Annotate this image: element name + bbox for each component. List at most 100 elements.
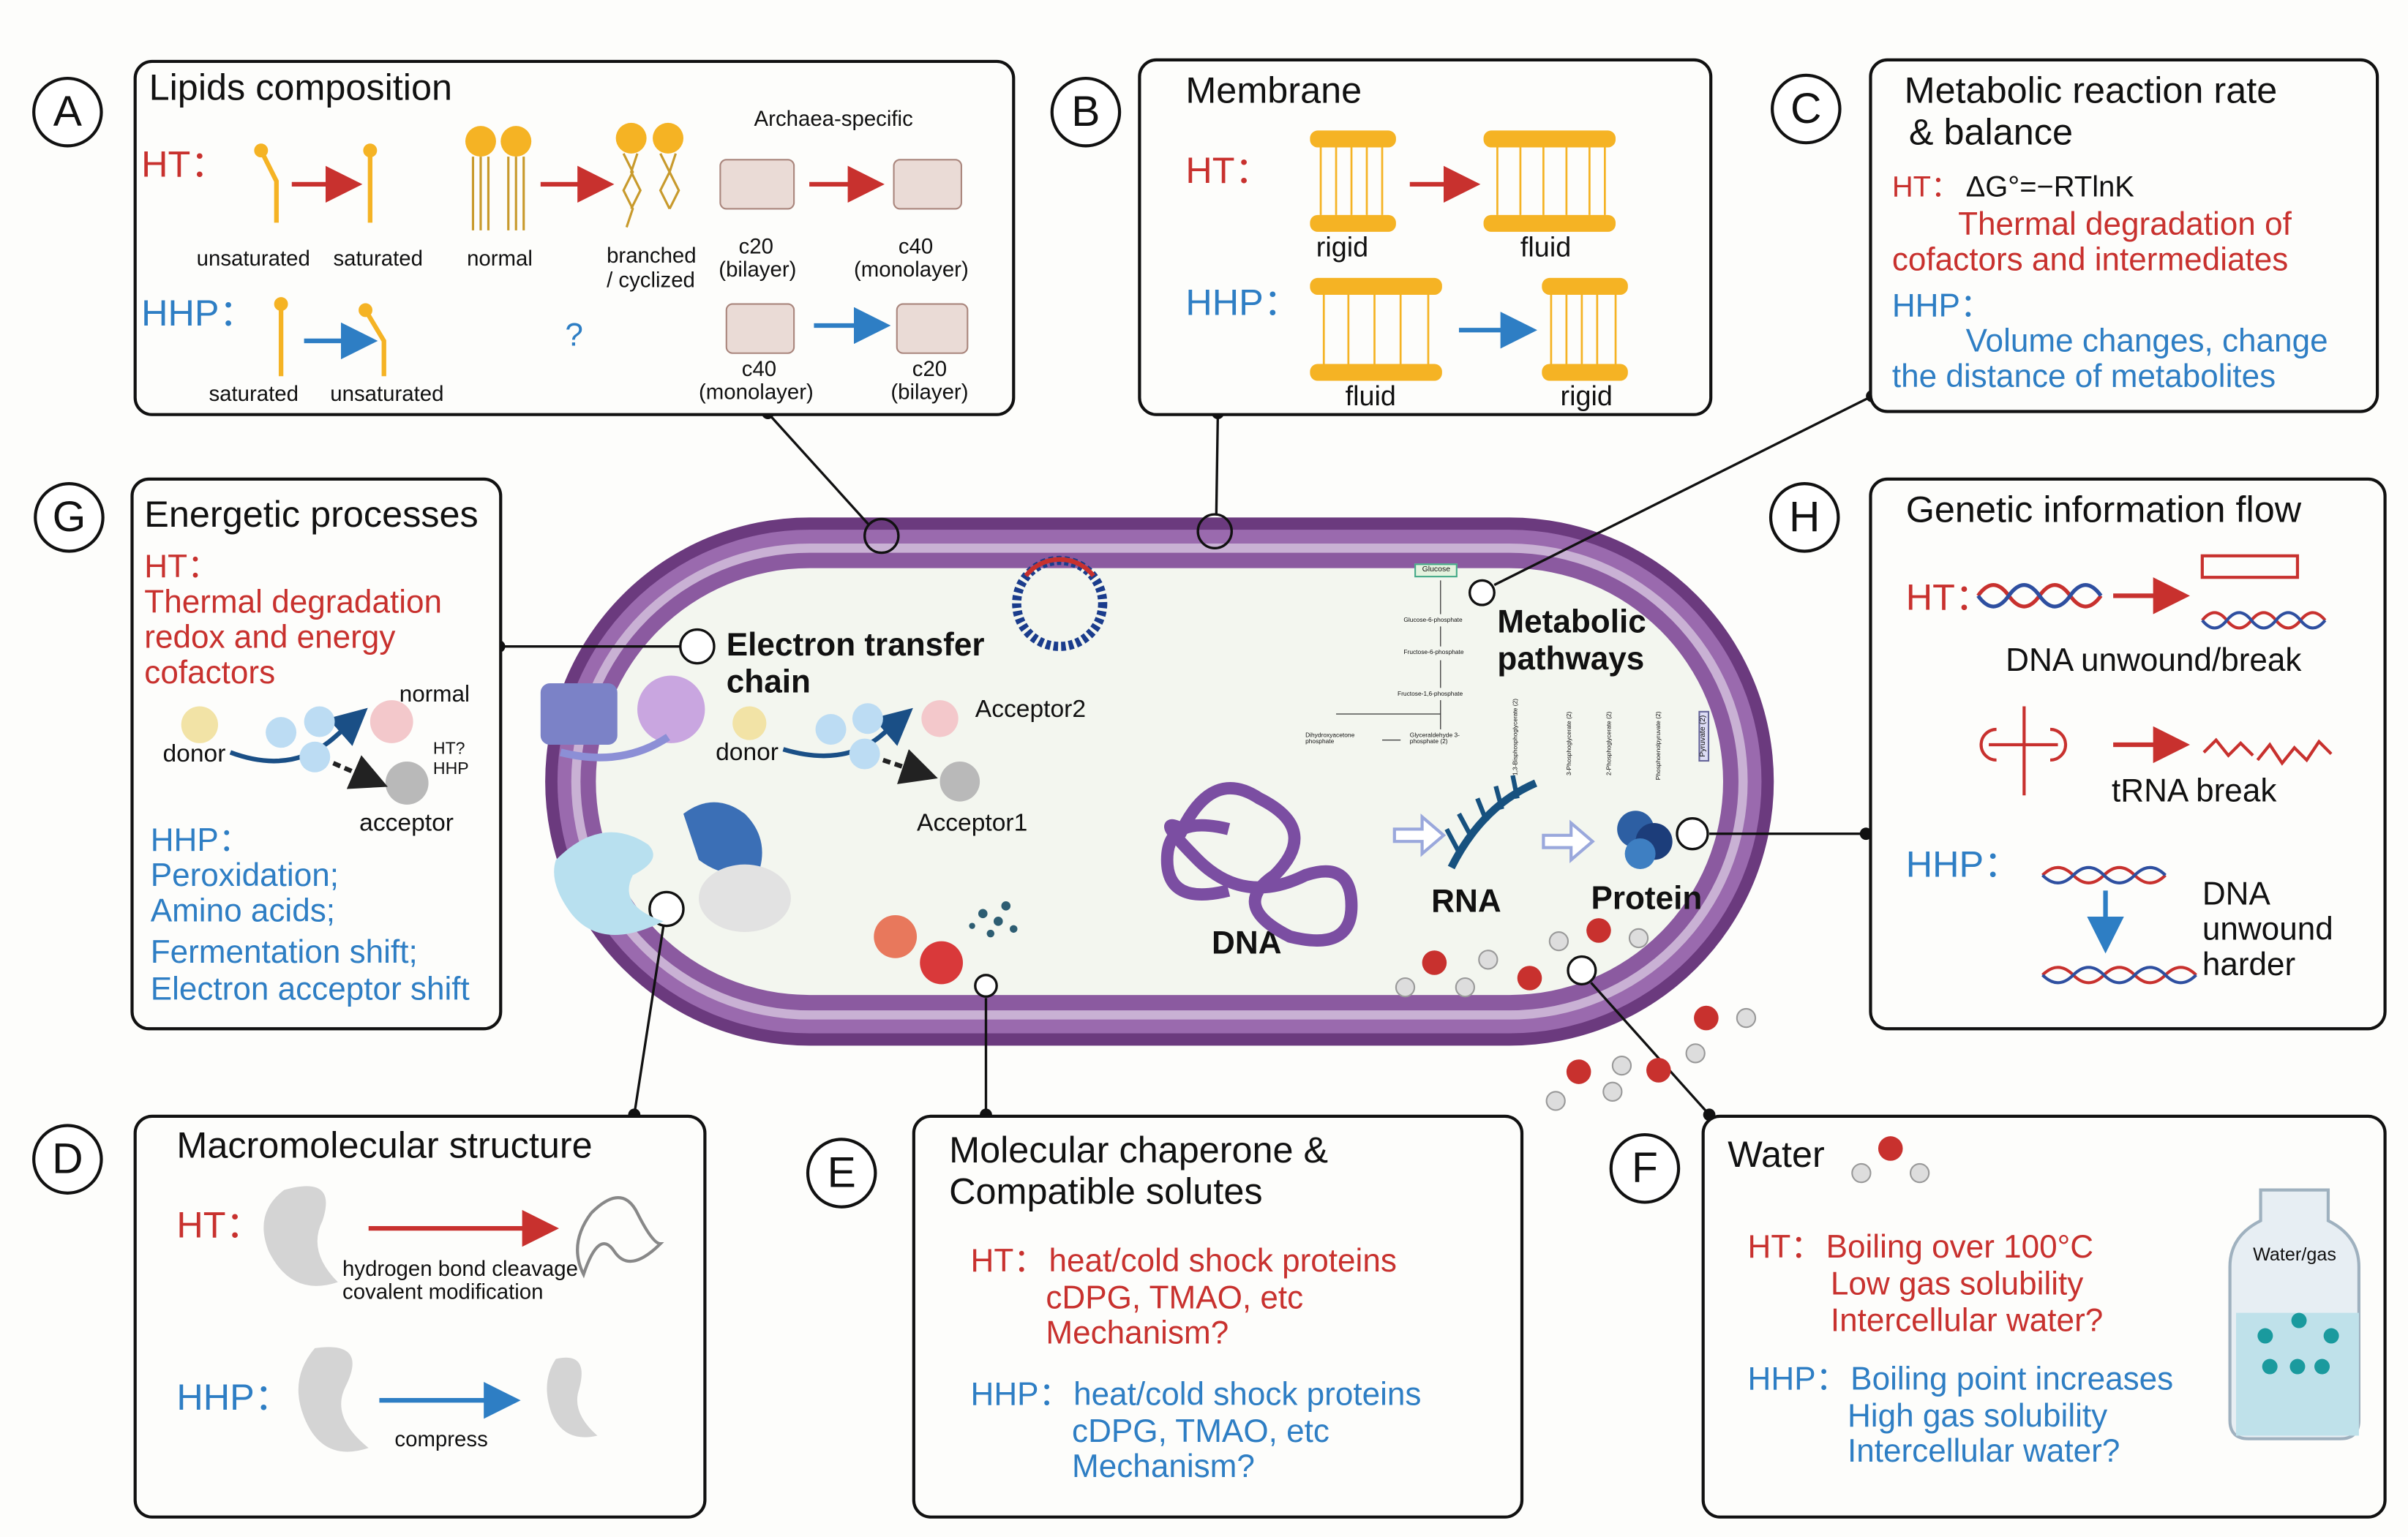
panel-label-c: C [1771,73,1842,145]
label-rna: RNA [1431,884,1501,920]
label-metabolic: Metabolic [1497,604,1646,641]
energetic-ht-line1: Thermal degradation [144,585,443,620]
metabolic-hhp-line1: Volume changes, change [1965,323,2328,360]
water-hhp-label: HHP： [1747,1361,1848,1397]
membrane-ht-label: HT： [1185,150,1272,192]
label-rigid-hhp: rigid [1560,380,1613,412]
label-saturated: saturated [333,245,423,271]
panel-label-f: F [1609,1132,1681,1204]
label-question: ? [565,317,583,353]
glycolysis-f16p: Fructose-1,6-phosphate [1397,689,1463,697]
label-donor: donor [162,741,226,768]
metabolic-rate-title-line2: & balance [1908,112,2073,154]
label-harder: harder [2202,947,2296,983]
label-normal: normal [467,245,533,271]
genetic-hhp-label: HHP： [1905,844,2021,887]
chaperone-ht-line2: cDPG, TMAO, etc [1046,1280,1304,1316]
label-electron-transfer-chain: Electron transfer [726,628,985,664]
label-cyclized: / cyclized [607,267,695,292]
chaperone-hhp-line2: cDPG, TMAO, etc [1072,1414,1329,1450]
label-acceptor1: Acceptor1 [917,811,1028,837]
metabolic-rate-title-line1: Metabolic reaction rate [1904,70,2278,113]
chaperone-hhp-label: HHP： [970,1377,1071,1413]
label-compress: compress [394,1426,488,1451]
water-title: Water [1728,1135,1825,1176]
label-ht-question: HT? [432,740,465,759]
label-pathways: pathways [1497,642,1645,677]
label-archaea-specific: Archaea-specific [754,105,913,131]
water-hhp-line2: High gas solubility [1847,1399,2108,1435]
energetic-hhp-line3: Fermentation shift; [150,935,418,971]
label-unwound: unwound [2202,912,2333,948]
panel-label-g: G [34,482,105,553]
label-bilayer: (bilayer) [719,256,797,282]
lipids-hhp-label: HHP： [141,293,256,335]
label-chain: chain [726,664,811,701]
water-molecules [1395,918,1757,1111]
energetic-ht-label: HT： [144,549,220,585]
membrane-title: Membrane [1185,70,1362,113]
chaperone-title-line2: Compatible solutes [949,1171,1263,1214]
energetic-ht-line2: redox and energy [144,620,396,656]
panel-macromolecular [133,1114,707,1519]
label-trna-break: tRNA break [2111,773,2277,810]
connector-lines [499,395,1873,1116]
label-unsaturated-hhp: unsaturated [330,380,444,406]
glycolysis-dhap: Dihydroxyacetone phosphate [1305,731,1355,745]
glycolysis-g6p: Glucose-6-phosphate [1403,615,1463,624]
label-monolayer: (monolayer) [853,256,969,282]
water-ht-line3: Intercellular water? [1830,1303,2104,1339]
metabolic-ht-line1: Thermal degradation of [1958,207,2292,243]
lipids-title: Lipids composition [149,67,452,110]
chaperone-ht-label: HT： [970,1244,1046,1279]
label-hydrogen-bond-cleavage: hydrogen bond cleavage [342,1255,578,1281]
energetic-ht-line3: cofactors [144,655,276,691]
label-saturated-hhp: saturated [209,380,299,406]
label-dna-unwound-break: DNA unwound/break [2006,643,2302,679]
label-acceptor: acceptor [359,811,454,837]
metabolic-hhp-line2: the distance of metabolites [1891,359,2276,395]
energetic-hhp-line4: Electron acceptor shift [150,972,470,1007]
glycolysis-glucose: Glucose [1414,563,1458,578]
label-dna-cell: DNA [1212,925,1282,961]
label-branched: branched [607,242,697,268]
label-bilayer-hhp: (bilayer) [890,379,969,405]
macro-ht-label: HT： [176,1205,263,1247]
water-hhp-line3: Intercellular water? [1847,1434,2120,1470]
cell-envelope [545,517,1774,1046]
panel-label-e: E [806,1138,877,1209]
label-fluid: fluid [1520,231,1572,263]
gibbs-formula: ΔG°=−RTlnK [1965,172,2134,205]
water-ht-label: HT： [1747,1230,1823,1266]
metabolic-ht-label: HT： [1891,172,1960,205]
label-dna: DNA [2202,876,2270,912]
label-normal-acceptor: normal [399,681,470,708]
metabolic-ht-line2: cofactors and intermediates [1891,242,2289,278]
water-ht-line2: Low gas solubility [1830,1266,2084,1302]
label-hhp: HHP [432,759,469,779]
chaperone-ht-line1: heat/cold shock proteins [1049,1244,1397,1279]
label-unsaturated: unsaturated [196,245,310,271]
macromolecular-title: Macromolecular structure [176,1125,593,1168]
label-rigid: rigid [1316,231,1369,263]
glycolysis-f6p: Fructose-6-phosphate [1403,647,1464,656]
bottle-label: Water/gas [2253,1244,2336,1266]
panel-label-h: H [1769,482,1840,553]
panel-label-d: D [32,1124,103,1195]
label-c40: c40 [898,233,934,258]
membrane-hhp-label: HHP： [1185,282,1301,324]
panel-metabolic-rate [1869,58,2379,413]
genetic-title: Genetic information flow [1905,489,2302,532]
label-acceptor2: Acceptor2 [975,696,1087,724]
metabolic-hhp-label: HHP： [1891,288,1992,324]
label-c40-hhp: c40 [741,356,777,381]
